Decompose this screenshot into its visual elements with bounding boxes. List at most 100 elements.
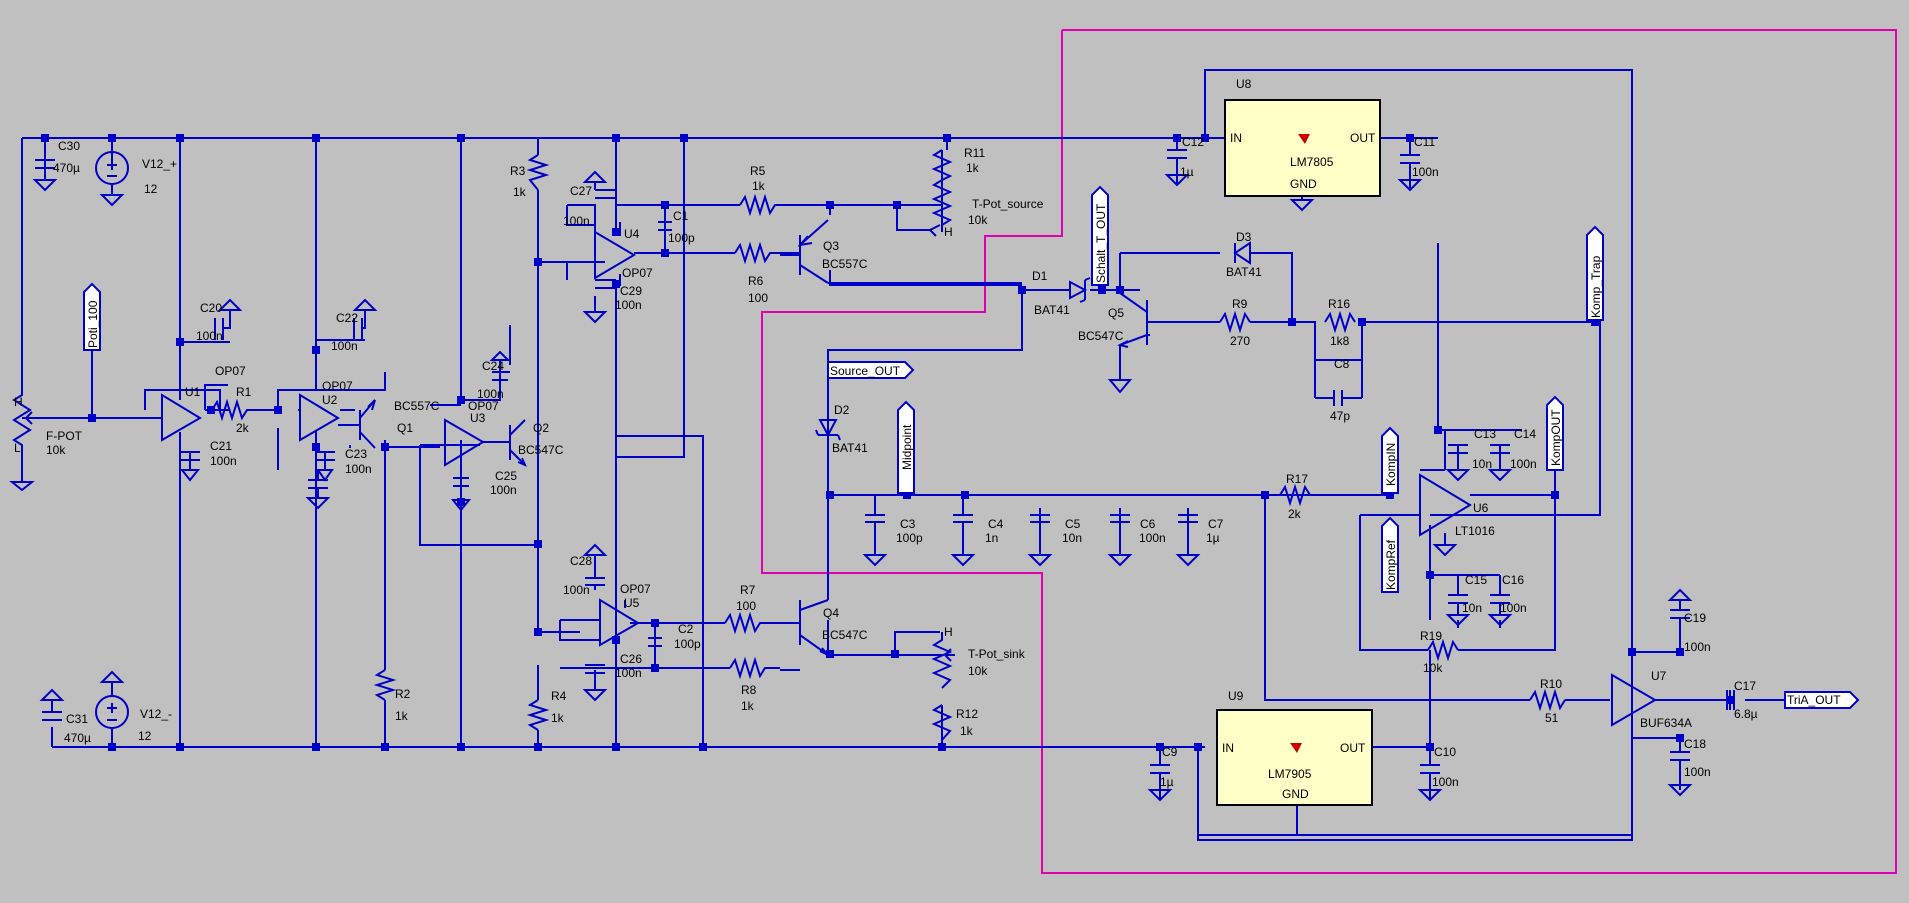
svg-text:BC547C: BC547C — [1078, 329, 1124, 343]
svg-text:Q4: Q4 — [823, 606, 839, 620]
svg-text:1k: 1k — [966, 161, 980, 175]
svg-text:C24: C24 — [482, 359, 504, 373]
svg-text:R1: R1 — [236, 385, 252, 399]
symbols — [9, 149, 1735, 835]
svg-text:U2: U2 — [322, 393, 338, 407]
svg-text:Midpoint: Midpoint — [900, 424, 914, 470]
region-outline — [761, 29, 1897, 874]
svg-text:OP07: OP07 — [215, 364, 246, 378]
svg-text:C27: C27 — [570, 184, 592, 198]
svg-text:C3: C3 — [900, 517, 916, 531]
svg-text:R12: R12 — [956, 707, 978, 721]
svg-text:L: L — [14, 441, 21, 455]
net-label-komp-trap: Komp_Trap — [1586, 225, 1604, 321]
svg-text:470µ: 470µ — [53, 161, 80, 175]
svg-text:D3: D3 — [1236, 230, 1252, 244]
svg-text:100n: 100n — [1684, 765, 1711, 779]
svg-text:BAT41: BAT41 — [1034, 303, 1070, 317]
svg-text:BC557C: BC557C — [822, 257, 868, 271]
svg-text:C19: C19 — [1684, 611, 1706, 625]
svg-text:1k8: 1k8 — [1330, 334, 1350, 348]
svg-text:12: 12 — [138, 729, 152, 743]
svg-text:10k: 10k — [968, 664, 988, 678]
svg-text:1n: 1n — [985, 531, 998, 545]
svg-text:BAT41: BAT41 — [832, 441, 868, 455]
svg-text:100n: 100n — [1139, 531, 1166, 545]
svg-text:C30: C30 — [58, 139, 80, 153]
svg-text:C14: C14 — [1514, 427, 1536, 441]
svg-text:2k: 2k — [1288, 507, 1302, 521]
svg-text:U7: U7 — [1651, 669, 1667, 683]
net-label-komp-ref: KompRef — [1381, 516, 1399, 593]
svg-text:Q5: Q5 — [1108, 306, 1124, 320]
net-label-tria-out: TriA_OUT — [1784, 691, 1860, 709]
net-label-midpoint: Midpoint — [897, 400, 915, 494]
svg-text:OP07: OP07 — [322, 379, 353, 393]
svg-text:1k: 1k — [741, 699, 755, 713]
svg-text:LM7805: LM7805 — [1290, 155, 1334, 169]
net-label-poti: Poti_100 — [83, 282, 101, 351]
svg-text:BC547C: BC547C — [822, 628, 868, 642]
svg-text:U4: U4 — [624, 227, 640, 241]
svg-text:U5: U5 — [624, 596, 640, 610]
svg-text:Schalt_T_OUT: Schalt_T_OUT — [1094, 203, 1108, 283]
svg-text:C16: C16 — [1502, 573, 1524, 587]
svg-text:270: 270 — [1230, 334, 1250, 348]
svg-text:6.8µ: 6.8µ — [1734, 707, 1758, 721]
svg-text:100n: 100n — [345, 462, 372, 476]
svg-text:V12_+: V12_+ — [142, 157, 177, 171]
svg-text:R19: R19 — [1420, 629, 1442, 643]
svg-text:100: 100 — [736, 599, 756, 613]
svg-text:1µ: 1µ — [1160, 775, 1174, 789]
svg-text:100n: 100n — [1684, 640, 1711, 654]
svg-text:100n: 100n — [1412, 165, 1439, 179]
svg-text:F-POT: F-POT — [46, 429, 83, 443]
svg-text:100n: 100n — [1432, 775, 1459, 789]
svg-text:BAT41: BAT41 — [1226, 265, 1262, 279]
net-label-komp-out: KompOUT — [1546, 395, 1564, 471]
net-label-komp-in: KompIN — [1381, 426, 1399, 494]
svg-text:IN: IN — [1222, 741, 1234, 755]
svg-text:100n: 100n — [563, 583, 590, 597]
svg-text:TriA_OUT: TriA_OUT — [1787, 693, 1841, 707]
component-labels: V12_+ 12 V12_- 12 C30 470µ C31 470µ C20 … — [14, 135, 1758, 789]
svg-text:BUF634A: BUF634A — [1640, 716, 1692, 730]
svg-text:C18: C18 — [1684, 737, 1706, 751]
svg-text:100n: 100n — [477, 387, 504, 401]
svg-text:H: H — [14, 395, 23, 409]
svg-text:LM7905: LM7905 — [1268, 767, 1312, 781]
svg-text:C17: C17 — [1734, 679, 1756, 693]
svg-text:IN: IN — [1230, 131, 1242, 145]
svg-text:KompRef: KompRef — [1384, 539, 1398, 590]
svg-text:1k: 1k — [752, 179, 766, 193]
svg-text:OP07: OP07 — [468, 399, 499, 413]
svg-text:10n: 10n — [1062, 531, 1082, 545]
svg-text:1k: 1k — [551, 711, 565, 725]
svg-text:Source_OUT: Source_OUT — [830, 364, 901, 378]
net-label-schalt: Schalt_T_OUT — [1091, 185, 1109, 286]
svg-text:OP07: OP07 — [622, 266, 653, 280]
svg-text:C9: C9 — [1162, 745, 1178, 759]
svg-text:R8: R8 — [741, 683, 757, 697]
svg-text:C8: C8 — [1334, 357, 1350, 371]
svg-text:D1: D1 — [1032, 269, 1048, 283]
svg-text:R9: R9 — [1232, 297, 1248, 311]
svg-text:C28: C28 — [570, 554, 592, 568]
svg-text:C13: C13 — [1474, 427, 1496, 441]
svg-text:Q1: Q1 — [397, 421, 413, 435]
regulator-u8: IN OUT LM7805 GND U8 — [1224, 77, 1381, 197]
svg-text:100: 100 — [748, 291, 768, 305]
svg-text:C4: C4 — [988, 517, 1004, 531]
svg-text:100p: 100p — [668, 231, 695, 245]
svg-text:10k: 10k — [1423, 661, 1443, 675]
svg-text:10k: 10k — [46, 443, 66, 457]
svg-text:Komp_Trap: Komp_Trap — [1589, 255, 1603, 318]
svg-text:D2: D2 — [834, 403, 850, 417]
svg-text:OUT: OUT — [1350, 131, 1376, 145]
svg-text:1k: 1k — [395, 709, 409, 723]
svg-text:10n: 10n — [1472, 457, 1492, 471]
svg-text:2k: 2k — [236, 421, 250, 435]
svg-text:100n: 100n — [1510, 457, 1537, 471]
svg-text:1µ: 1µ — [1180, 165, 1194, 179]
